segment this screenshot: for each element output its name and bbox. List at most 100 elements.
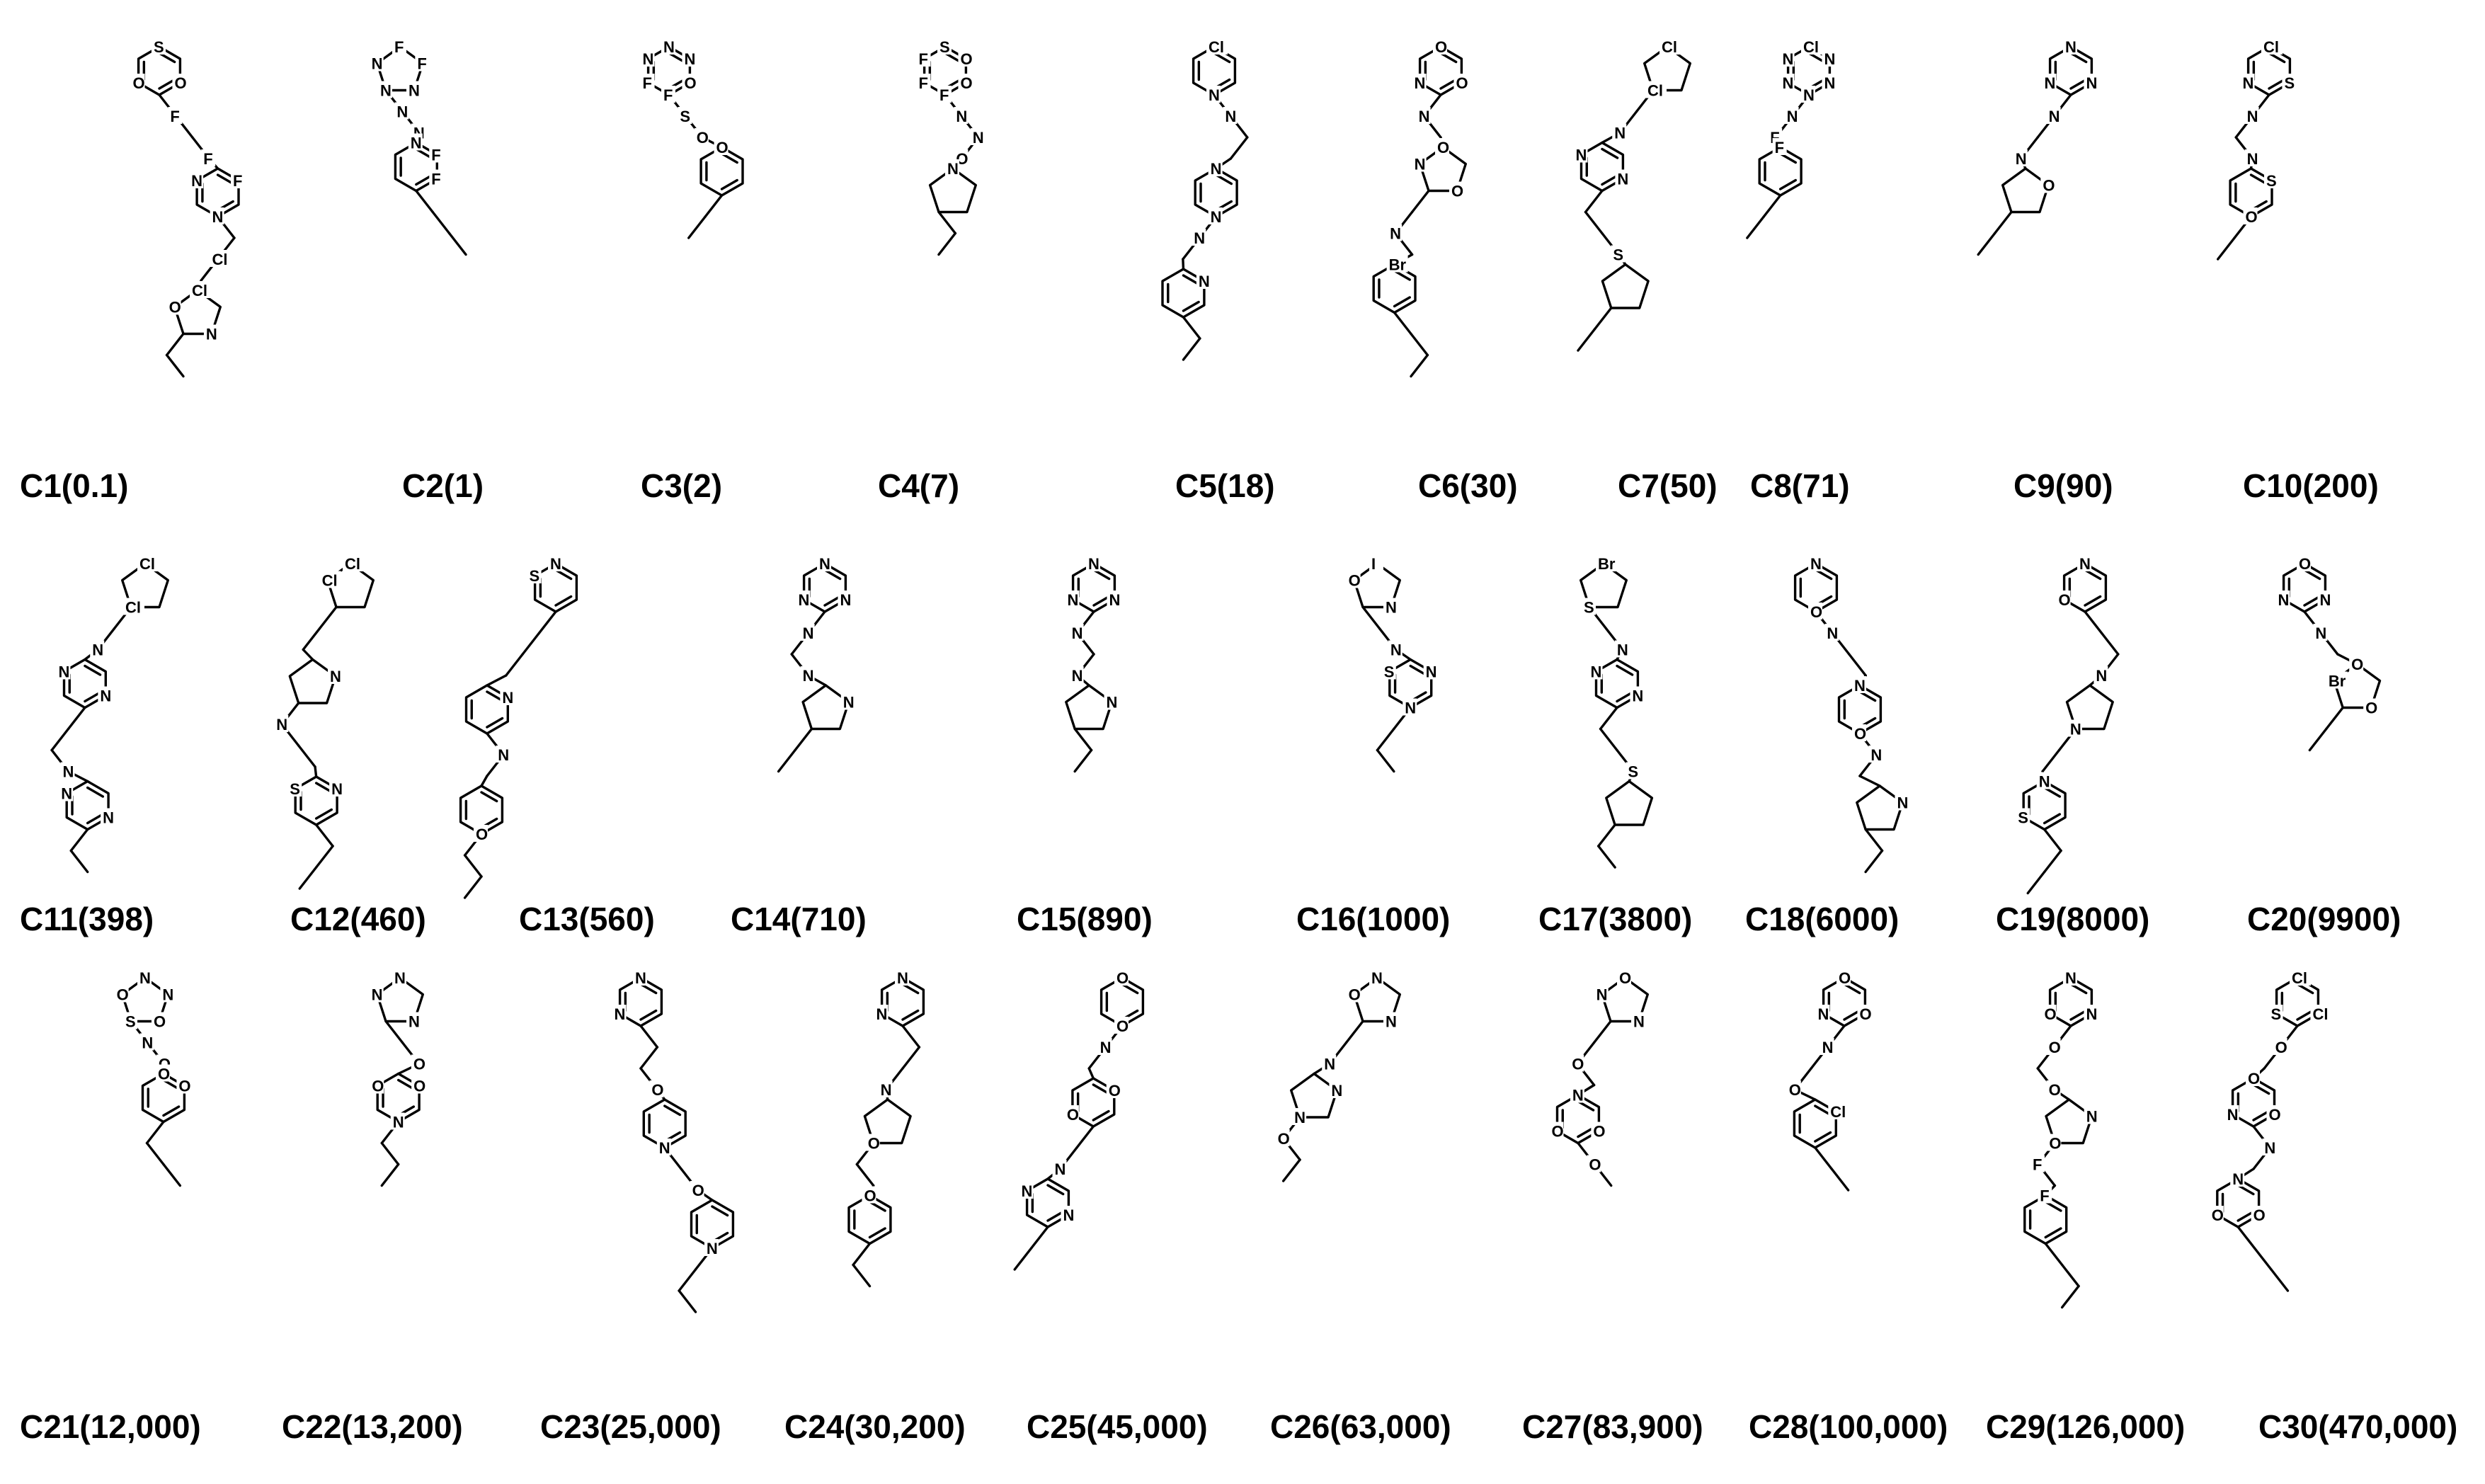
atom-backdrop [2209,1206,2224,1223]
atom-backdrop [2016,808,2030,826]
atom-backdrop [937,86,952,103]
atom-backdrop [865,1134,880,1151]
bond [1993,210,2013,235]
atom-label: O [2049,1081,2061,1099]
atom-label: S [1584,599,1594,617]
bond [463,854,483,878]
atom-backdrop [1206,86,1221,103]
atom-label: S [1628,763,1638,781]
double-bond [415,174,433,186]
atom-label: O [1116,1017,1129,1035]
atom-backdrop [1381,662,1396,680]
bond [2236,1226,2256,1250]
atom-backdrop [1626,762,1640,780]
atom-backdrop [370,1076,384,1094]
atom-label: N [1068,591,1079,609]
atom-label: N [1617,171,1628,188]
bond [302,627,321,651]
atom-backdrop [796,590,811,607]
double-bond [2236,1184,2255,1196]
atom-backdrop [2067,719,2082,737]
atom-backdrop [2246,1069,2261,1086]
atom-backdrop [714,138,729,155]
atom-label: N [2096,667,2107,685]
atom-label: N [2045,74,2056,92]
atom-backdrop [1617,969,1631,986]
bond [314,765,318,778]
atom-label: S [1613,246,1623,264]
atom-label: F [1775,139,1784,156]
atom-label: Br [1389,256,1407,274]
atom-backdrop [1292,1108,1307,1126]
double-bond [84,691,102,703]
double-bond [1046,1210,1065,1222]
bond [1858,775,1881,787]
atom-label: O [2246,208,2258,226]
atom-backdrop [1107,590,1121,607]
atom-label: N [1827,624,1838,642]
atom-backdrop [319,571,341,588]
atom-backdrop [1086,554,1100,571]
bond [302,648,314,661]
atom-backdrop [840,692,855,710]
atom-backdrop [1403,698,1417,716]
atom-label: N [2319,591,2331,609]
atom-backdrop [1822,74,1836,91]
double-bond [1092,595,1111,607]
atom-label: Cl [192,282,207,299]
bond [1762,194,1782,218]
ring-3 [1605,780,1654,826]
double-bond [1439,52,1458,64]
bond [1073,748,1093,773]
atom-label: Cl [212,251,228,268]
atom-label: N [2065,969,2076,987]
atom-backdrop [874,1005,889,1022]
atom-label: N [1386,1013,1397,1031]
bond [2043,849,2062,874]
bond [639,1024,659,1049]
atom-backdrop [152,38,166,55]
atom-backdrop [500,688,515,705]
atom-label: O [1551,1123,1563,1141]
bond [162,1163,182,1187]
atom-label: O [960,74,972,92]
atom-backdrop [2297,554,2311,571]
atom-label: O [2043,176,2055,194]
atom-label: O [2365,700,2377,717]
atom-label: N [2315,624,2326,642]
atom-backdrop [392,38,406,55]
double-bond [2252,1083,2270,1095]
atom-label: N [1596,986,1608,1003]
atom-label: N [1810,555,1822,573]
atom-label: N [643,50,654,68]
atom-backdrop [2047,1134,2062,1151]
atom-label: N [1055,1160,1066,1178]
bond [67,706,86,731]
bond [1361,605,1381,630]
atom-backdrop [1836,969,1851,986]
atom-label: F [643,74,652,92]
atom-backdrop [1388,640,1403,658]
bond [1281,1158,1301,1182]
atom-backdrop [1052,1160,1067,1177]
bond [1376,727,1395,752]
atom-backdrop [411,1076,426,1094]
atom-label: N [162,986,173,1003]
atom-label: O [178,1078,190,1095]
bond [1814,1146,1833,1170]
double-bond [2044,1200,2062,1212]
double-bond [2303,595,2321,607]
atom-backdrop [2077,554,2091,571]
atom-backdrop [800,624,815,641]
atom-label: N [1419,108,1430,125]
